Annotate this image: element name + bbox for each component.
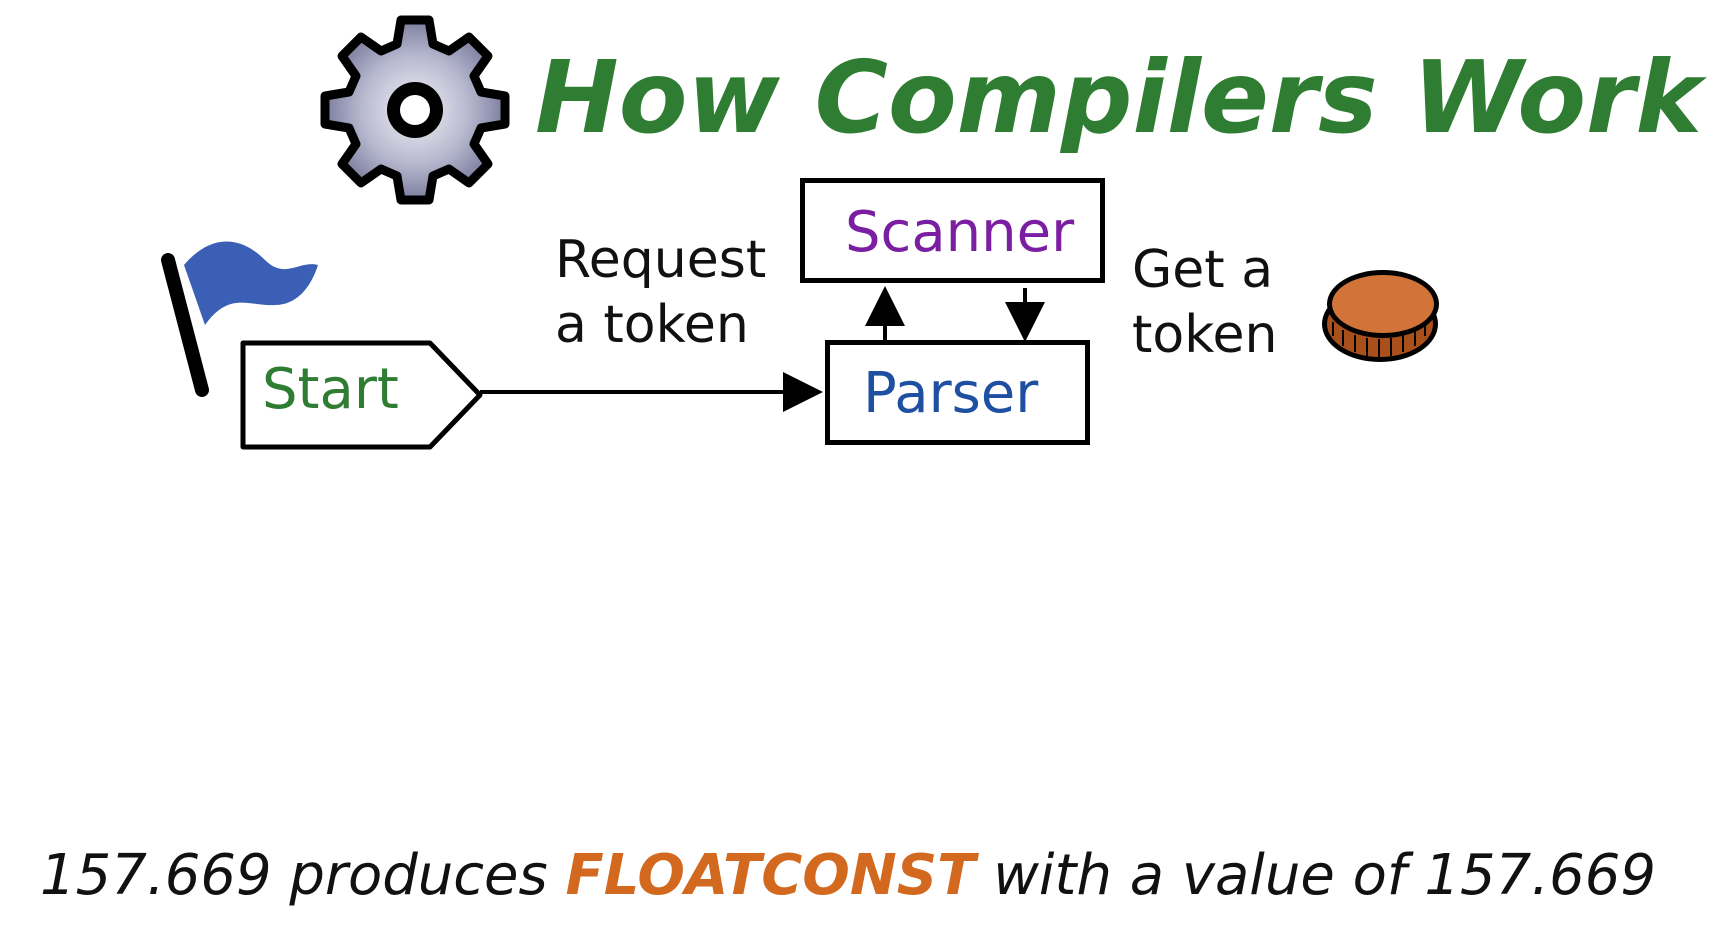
start-node	[240, 340, 483, 450]
caption-part2: with a value of 157.669	[993, 843, 1656, 908]
caption-token-type: FLOATCONST	[565, 843, 976, 908]
get-token-line1: Get a	[1132, 240, 1274, 300]
request-token-line1: Request	[555, 230, 767, 290]
start-label: Start	[262, 357, 399, 422]
caption: 157.669 produces FLOATCONST with a value…	[40, 848, 1656, 904]
caption-part1: 157.669 produces	[40, 843, 548, 908]
scanner-label: Scanner	[845, 200, 1075, 265]
gear-icon	[320, 15, 510, 205]
get-token-label: Get a token	[1132, 238, 1277, 368]
page-title: How Compilers Work	[535, 39, 1702, 156]
coin-icon	[1322, 270, 1439, 362]
get-token-line2: token	[1132, 305, 1278, 365]
scanner-node	[800, 178, 1105, 283]
request-token-label: Request a token	[555, 228, 766, 358]
parser-label: Parser	[863, 361, 1039, 426]
request-token-line2: a token	[555, 295, 749, 355]
parser-node	[825, 340, 1090, 445]
flag-icon	[161, 241, 318, 397]
